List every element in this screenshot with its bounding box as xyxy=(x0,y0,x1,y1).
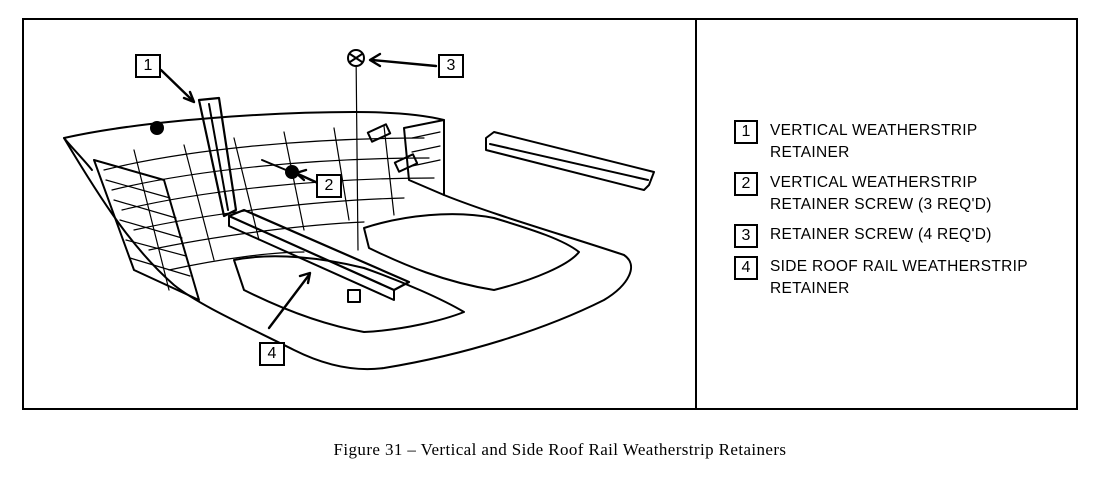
roof-panel-outline xyxy=(63,111,633,371)
callout-4: 4 xyxy=(259,342,285,366)
legend-item-4: 4 SIDE ROOF RAIL WEATHERSTRIP RETAINER xyxy=(734,256,1064,300)
legend-text: VERTICAL WEATHERSTRIP RETAINER xyxy=(770,122,978,161)
legend-text: VERTICAL WEATHERSTRIP RETAINER SCREW (3 … xyxy=(770,174,992,213)
figure-caption: Figure 31 – Vertical and Side Roof Rail … xyxy=(333,440,787,459)
legend-item-1: 1 VERTICAL WEATHERSTRIP RETAINER xyxy=(734,120,1064,164)
roof-panel-illustration xyxy=(63,49,655,371)
legend: 1 VERTICAL WEATHERSTRIP RETAINER 2 VERTI… xyxy=(734,120,1064,308)
legend-text: SIDE ROOF RAIL WEATHERSTRIP RETAINER xyxy=(770,258,1028,297)
figure-divider xyxy=(695,18,697,410)
vertical-retainer xyxy=(197,96,238,218)
side-rail-retainer xyxy=(227,208,411,292)
legend-number: 4 xyxy=(734,256,758,280)
callout-3: 3 xyxy=(438,54,464,78)
legend-number: 2 xyxy=(734,172,758,196)
legend-item-2: 2 VERTICAL WEATHERSTRIP RETAINER SCREW (… xyxy=(734,172,1064,216)
legend-text: RETAINER SCREW (4 REQ'D) xyxy=(770,226,992,243)
legend-number: 1 xyxy=(734,120,758,144)
figure-frame xyxy=(22,18,1078,410)
detached-weatherstrip xyxy=(485,131,655,191)
callout-2: 2 xyxy=(316,174,342,198)
callout-1: 1 xyxy=(135,54,161,78)
legend-item-3: 3 RETAINER SCREW (4 REQ'D) xyxy=(734,224,1064,248)
legend-number: 3 xyxy=(734,224,758,248)
